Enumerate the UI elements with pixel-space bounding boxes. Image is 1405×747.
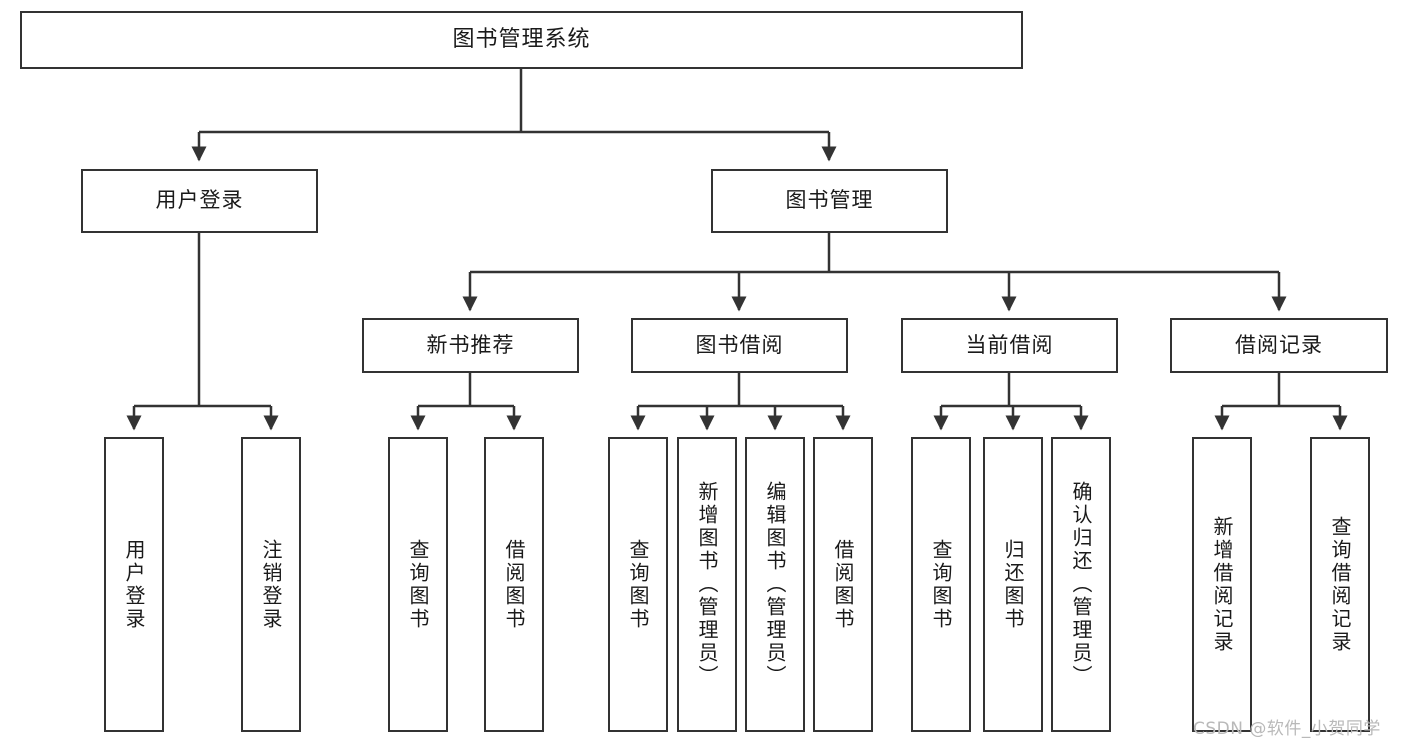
node-root-book-management-system[interactable]: 图书管理系统 (20, 11, 1023, 69)
leaf-label: 新增借阅记录 (1210, 515, 1234, 654)
leaf-label: 用户登录 (122, 538, 146, 631)
leaf-node[interactable]: 编辑图书（管理员） (745, 437, 805, 732)
leaf-label: 查询图书 (406, 538, 430, 631)
node-current-borrowing[interactable]: 当前借阅 (901, 318, 1118, 373)
leaf-node[interactable]: 查询图书 (388, 437, 448, 732)
leaf-label: 查询借阅记录 (1328, 515, 1352, 654)
leaf-label: 归还图书 (1001, 538, 1025, 631)
leaf-node[interactable]: 新增借阅记录 (1192, 437, 1252, 732)
leaf-label: 查询图书 (626, 538, 650, 631)
node-label: 图书管理 (785, 188, 874, 213)
node-user-login[interactable]: 用户登录 (81, 169, 318, 233)
leaf-label: 借阅图书 (831, 538, 855, 631)
node-book-borrowing[interactable]: 图书借阅 (631, 318, 848, 373)
watermark: CSDN @软件_小贺同学 (1193, 719, 1381, 739)
leaf-node[interactable]: 新增图书（管理员） (677, 437, 737, 732)
leaf-node[interactable]: 归还图书 (983, 437, 1043, 732)
node-new-book-recommendation[interactable]: 新书推荐 (362, 318, 579, 373)
leaf-label: 注销登录 (259, 538, 283, 631)
node-label: 当前借阅 (965, 332, 1054, 357)
leaf-label: 编辑图书（管理员） (763, 481, 787, 688)
node-label: 图书管理系统 (452, 26, 591, 52)
leaf-node[interactable]: 借阅图书 (813, 437, 873, 732)
leaf-node[interactable]: 借阅图书 (484, 437, 544, 732)
node-label: 新书推荐 (426, 332, 515, 357)
node-borrow-records[interactable]: 借阅记录 (1170, 318, 1388, 373)
leaf-node[interactable]: 查询图书 (608, 437, 668, 732)
node-book-management[interactable]: 图书管理 (711, 169, 948, 233)
leaf-label: 查询图书 (929, 538, 953, 631)
node-label: 借阅记录 (1235, 332, 1323, 357)
leaf-node[interactable]: 确认归还（管理员） (1051, 437, 1111, 732)
node-label: 图书借阅 (695, 332, 784, 357)
leaf-node[interactable]: 查询借阅记录 (1310, 437, 1370, 732)
leaf-node[interactable]: 查询图书 (911, 437, 971, 732)
leaf-label: 新增图书（管理员） (695, 481, 719, 688)
leaf-node[interactable]: 用户登录 (104, 437, 164, 732)
leaf-label: 确认归还（管理员） (1069, 481, 1093, 688)
leaf-node[interactable]: 注销登录 (241, 437, 301, 732)
leaf-label: 借阅图书 (502, 538, 526, 631)
node-label: 用户登录 (155, 188, 244, 213)
